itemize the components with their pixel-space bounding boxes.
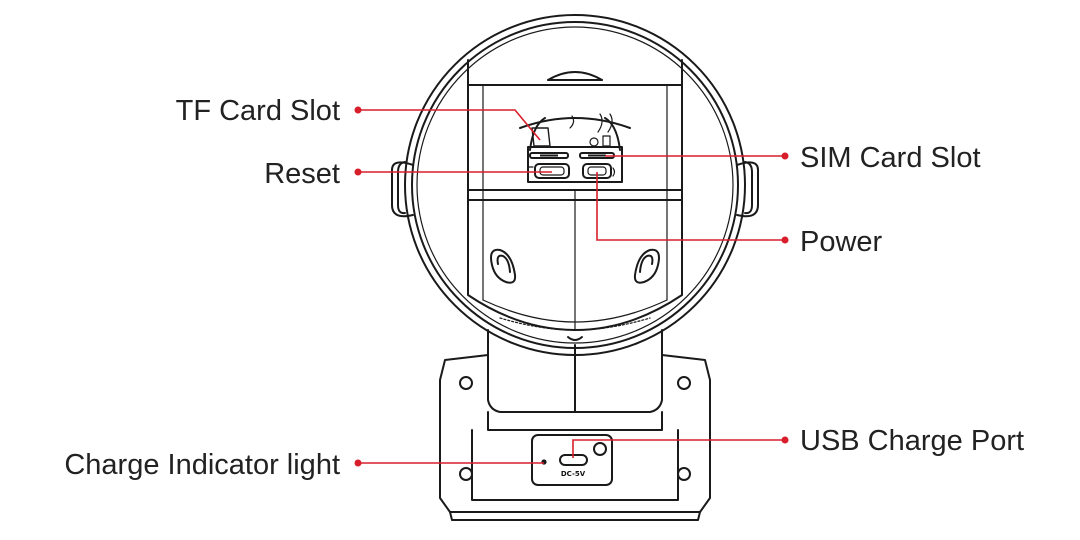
- label-reset: Reset: [264, 158, 340, 190]
- port-text: DC-5V: [561, 470, 586, 478]
- callout-line-tf: [358, 109, 541, 141]
- callout-dot-charge: [354, 459, 362, 467]
- label-tf-card-slot: TF Card Slot: [176, 95, 340, 127]
- callout-line-usb: [572, 439, 785, 458]
- callout-dot-tf: [354, 106, 362, 114]
- callout-dot-reset: [354, 168, 362, 176]
- label-charge-indicator: Charge Indicator light: [64, 449, 340, 481]
- callout-dot-sim: [781, 152, 789, 160]
- camera-head: [391, 14, 759, 356]
- callout-dot-usb: [781, 436, 789, 444]
- label-usb-charge-port: USB Charge Port: [800, 425, 1024, 457]
- label-power: Power: [800, 226, 883, 258]
- label-sim-card-slot: SIM Card Slot: [800, 142, 981, 174]
- callout-line-power: [596, 172, 785, 241]
- camera-base: [439, 329, 711, 521]
- callout-dot-power: [781, 236, 789, 244]
